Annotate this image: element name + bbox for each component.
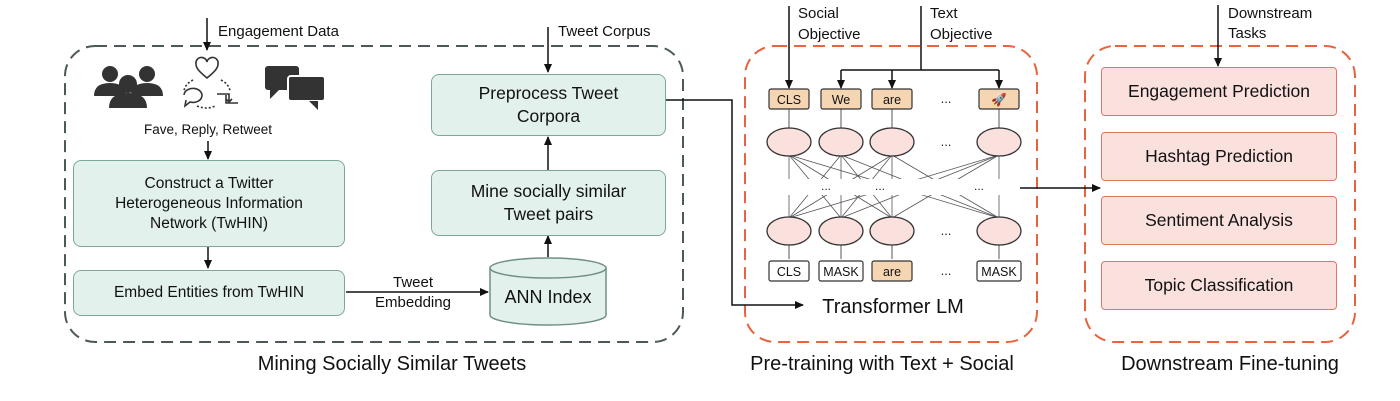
bottom-token-box	[768, 260, 810, 282]
top-token-text: are	[883, 93, 901, 107]
preprocess-box: Preprocess Tweet Corpora	[431, 74, 666, 136]
fave-reply-retweet-label: Fave, Reply, Retweet	[144, 122, 272, 137]
embed-entities-box: Embed Entities from TwHIN	[73, 270, 345, 316]
neuron-node	[818, 216, 864, 246]
top-token-text: 🚀	[991, 92, 1007, 107]
construct-twhin-box: Construct a Twitter Heterogeneous Inform…	[73, 160, 345, 247]
transformer-lm-label: Transformer LM	[822, 296, 964, 318]
section-title-mining: Mining Socially Similar Tweets	[258, 353, 527, 375]
neuron-node	[976, 216, 1022, 246]
bottom-token-text: MASK	[981, 265, 1017, 279]
top-token-box	[820, 88, 862, 110]
transformer-connections: .........	[770, 107, 1020, 259]
downstream-task-label: Hashtag Prediction	[1145, 146, 1293, 166]
transformer-nodes: ......	[766, 127, 1022, 246]
hidden-layer-ellipsis: ...	[974, 179, 984, 193]
social-objective-label-1: Social	[798, 5, 839, 22]
downstream-section-frame	[1084, 45, 1356, 343]
bottom-token-text: are	[883, 265, 901, 279]
mine-pairs-box: Mine socially similar Tweet pairs	[431, 170, 666, 236]
construct-twhin-label: Construct a Twitter Heterogeneous Inform…	[115, 174, 303, 232]
downstream-tasks-label-1: Downstream	[1228, 5, 1312, 22]
neuron-node	[766, 127, 812, 157]
text-objective-label-1: Text	[930, 5, 958, 22]
top-token-ellipsis: ...	[941, 91, 952, 106]
transformer-tokens: CLS We are... 🚀 CLS MASK are... MASK	[768, 88, 1022, 282]
tweet-embedding-label-2: Embedding	[375, 294, 451, 311]
ann-index-cylinder	[489, 257, 607, 326]
bottom-token-box	[871, 260, 913, 282]
top-token-box	[978, 88, 1020, 110]
neuron-node	[976, 127, 1022, 157]
tweet-corpus-label: Tweet Corpus	[558, 23, 651, 40]
neuron-node	[869, 216, 915, 246]
tweet-embedding-label-1: Tweet	[393, 274, 434, 291]
top-token-box	[768, 88, 810, 110]
neuron-node	[818, 127, 864, 157]
bottom-token-text: MASK	[823, 265, 859, 279]
text-objective-label-2: Objective	[930, 26, 993, 43]
downstream-task-label: Topic Classification	[1144, 275, 1294, 295]
downstream-task-box: Topic Classification	[1101, 261, 1337, 310]
preprocess-label: Preprocess Tweet Corpora	[478, 83, 619, 126]
chat-bubbles-icon	[265, 66, 326, 110]
neuron-node	[869, 127, 915, 157]
ann-index-label: ANN Index	[504, 287, 591, 307]
pretraining-section-frame	[744, 45, 1038, 343]
downstream-task-label: Sentiment Analysis	[1145, 210, 1293, 230]
bottom-token-box	[976, 260, 1022, 282]
downstream-task-box: Sentiment Analysis	[1101, 196, 1337, 245]
top-token-box	[871, 88, 913, 110]
bottom-token-ellipsis: ...	[941, 263, 952, 278]
preprocess-to-transformer-arrow	[666, 99, 804, 309]
hidden-layer-gap	[770, 179, 1020, 195]
node-ellipsis: ...	[941, 223, 952, 238]
downstream-tasks-label-2: Tasks	[1228, 25, 1266, 42]
mining-section-frame	[64, 45, 684, 343]
downstream-task-box: Hashtag Prediction	[1101, 132, 1337, 181]
hidden-layer-ellipsis: ...	[875, 179, 885, 193]
bottom-token-box	[818, 260, 864, 282]
bottom-token-text: CLS	[777, 265, 801, 279]
node-ellipsis: ...	[941, 134, 952, 149]
downstream-task-box: Engagement Prediction	[1101, 67, 1337, 116]
embed-entities-label: Embed Entities from TwHIN	[113, 284, 305, 301]
downstream-task-label: Engagement Prediction	[1128, 81, 1310, 101]
section-title-pretraining: Pre-training with Text + Social	[750, 353, 1014, 375]
mine-pairs-label: Mine socially similar Tweet pairs	[470, 181, 627, 224]
users-icon	[94, 66, 163, 108]
hidden-layer-ellipsis: ...	[821, 179, 831, 193]
section-title-downstream: Downstream Fine-tuning	[1121, 353, 1339, 375]
social-objective-label-2: Objective	[798, 26, 861, 43]
top-token-text: CLS	[777, 93, 801, 107]
engagement-cycle-icon	[183, 56, 238, 109]
neuron-node	[766, 216, 812, 246]
top-token-text: We	[832, 93, 851, 107]
engagement-data-label: Engagement Data	[218, 23, 340, 40]
